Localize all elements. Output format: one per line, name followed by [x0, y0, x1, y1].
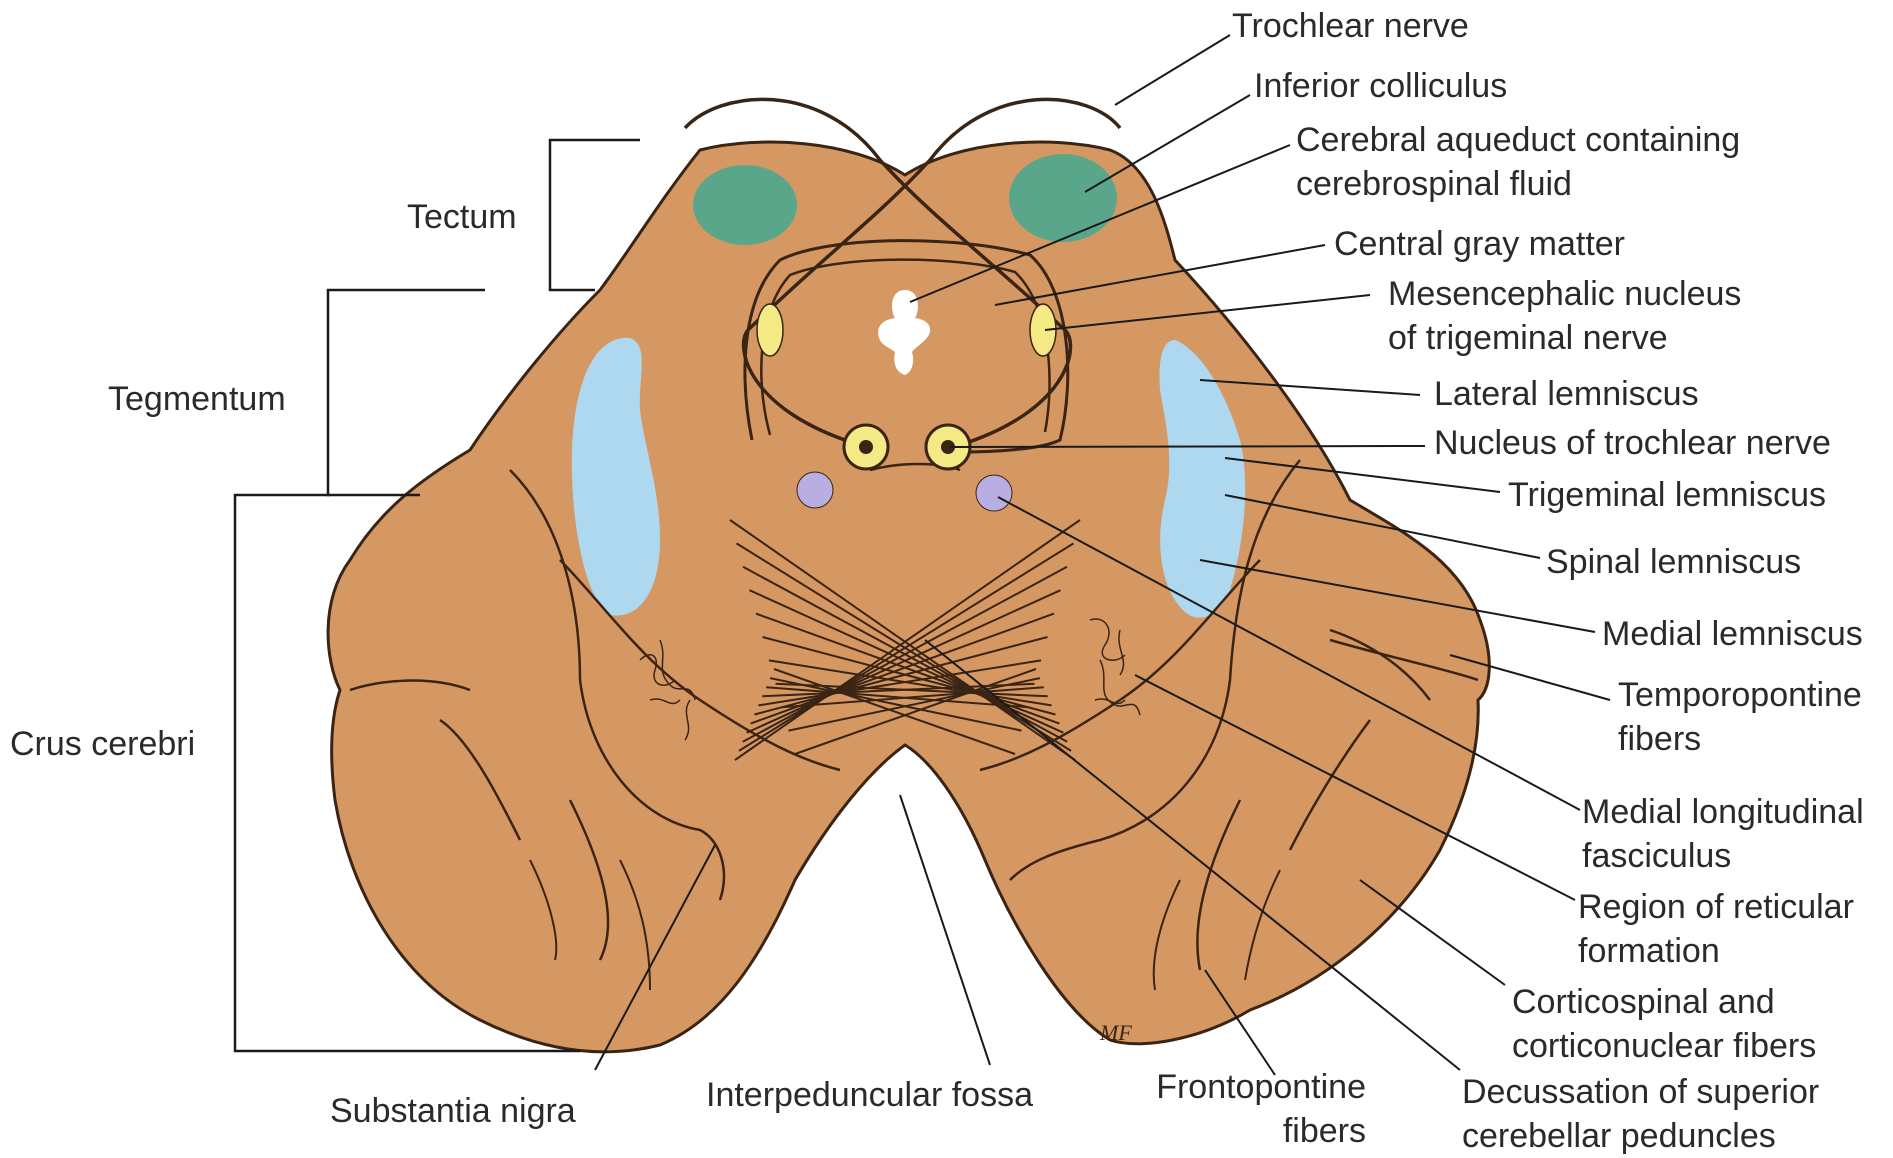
label-reticular-line2: formation [1578, 929, 1854, 973]
label-interpeduncular: Interpeduncular fossa [706, 1073, 1033, 1117]
label-mlf: Medial longitudinal fasciculus [1582, 790, 1864, 878]
label-inferior-colliculus: Inferior colliculus [1254, 64, 1507, 108]
label-cerebral-aqueduct: Cerebral aqueduct containing cerebrospin… [1296, 118, 1740, 206]
trochlear-nucleus-left-core [859, 440, 873, 454]
inferior-colliculus-left [693, 165, 797, 245]
leader-inferior-colliculus [1085, 95, 1250, 192]
label-central-gray: Central gray matter [1334, 222, 1625, 266]
label-nucleus-trochlear: Nucleus of trochlear nerve [1434, 421, 1831, 465]
label-decussation-line2: cerebellar peduncles [1462, 1114, 1819, 1158]
label-mesencephalic-line1: Mesencephalic nucleus [1388, 272, 1741, 316]
label-mesencephalic-nucleus: Mesencephalic nucleus of trigeminal nerv… [1388, 272, 1741, 360]
label-cerebral-aqueduct-line2: cerebrospinal fluid [1296, 162, 1740, 206]
label-trigeminal-lemniscus: Trigeminal lemniscus [1508, 473, 1826, 517]
label-temporopontine: Temporopontine fibers [1618, 673, 1862, 761]
leader-corticospinal [1360, 880, 1505, 985]
label-temporopontine-line2: fibers [1618, 717, 1862, 761]
leader-nucleus-trochlear [950, 446, 1425, 447]
label-frontopontine: Frontopontine fibers [1126, 1065, 1366, 1153]
mesencephalic-nucleus-left [757, 304, 783, 356]
label-lateral-lemniscus: Lateral lemniscus [1434, 372, 1699, 416]
label-corticospinal-line2: corticonuclear fibers [1512, 1024, 1816, 1068]
label-corticospinal-line1: Corticospinal and [1512, 980, 1816, 1024]
label-mlf-line1: Medial longitudinal [1582, 790, 1864, 834]
label-reticular: Region of reticular formation [1578, 885, 1854, 973]
mlf-left [797, 472, 833, 508]
label-temporopontine-line1: Temporopontine [1618, 673, 1862, 717]
label-substantia-nigra: Substantia nigra [330, 1089, 576, 1133]
label-tectum: Tectum [407, 195, 517, 239]
label-spinal-lemniscus: Spinal lemniscus [1546, 540, 1801, 584]
label-corticospinal: Corticospinal and corticonuclear fibers [1512, 980, 1816, 1068]
label-medial-lemniscus: Medial lemniscus [1602, 612, 1863, 656]
midbrain-section-outline [328, 142, 1489, 1052]
label-reticular-line1: Region of reticular [1578, 885, 1854, 929]
label-trochlear-nerve: Trochlear nerve [1232, 4, 1469, 48]
label-tegmentum: Tegmentum [108, 377, 286, 421]
leader-trochlear-nerve [1115, 35, 1230, 105]
inferior-colliculus-right [1009, 154, 1117, 242]
mlf-right [976, 475, 1012, 511]
label-mesencephalic-line2: of trigeminal nerve [1388, 316, 1741, 360]
label-frontopontine-line1: Frontopontine [1126, 1065, 1366, 1109]
artist-signature: MF [1099, 1020, 1132, 1045]
label-crus-cerebri: Crus cerebri [10, 722, 195, 766]
label-mlf-line2: fasciculus [1582, 834, 1864, 878]
label-decussation: Decussation of superior cerebellar pedun… [1462, 1070, 1819, 1158]
label-cerebral-aqueduct-line1: Cerebral aqueduct containing [1296, 118, 1740, 162]
label-frontopontine-line2: fibers [1126, 1109, 1366, 1153]
label-decussation-line1: Decussation of superior [1462, 1070, 1819, 1114]
